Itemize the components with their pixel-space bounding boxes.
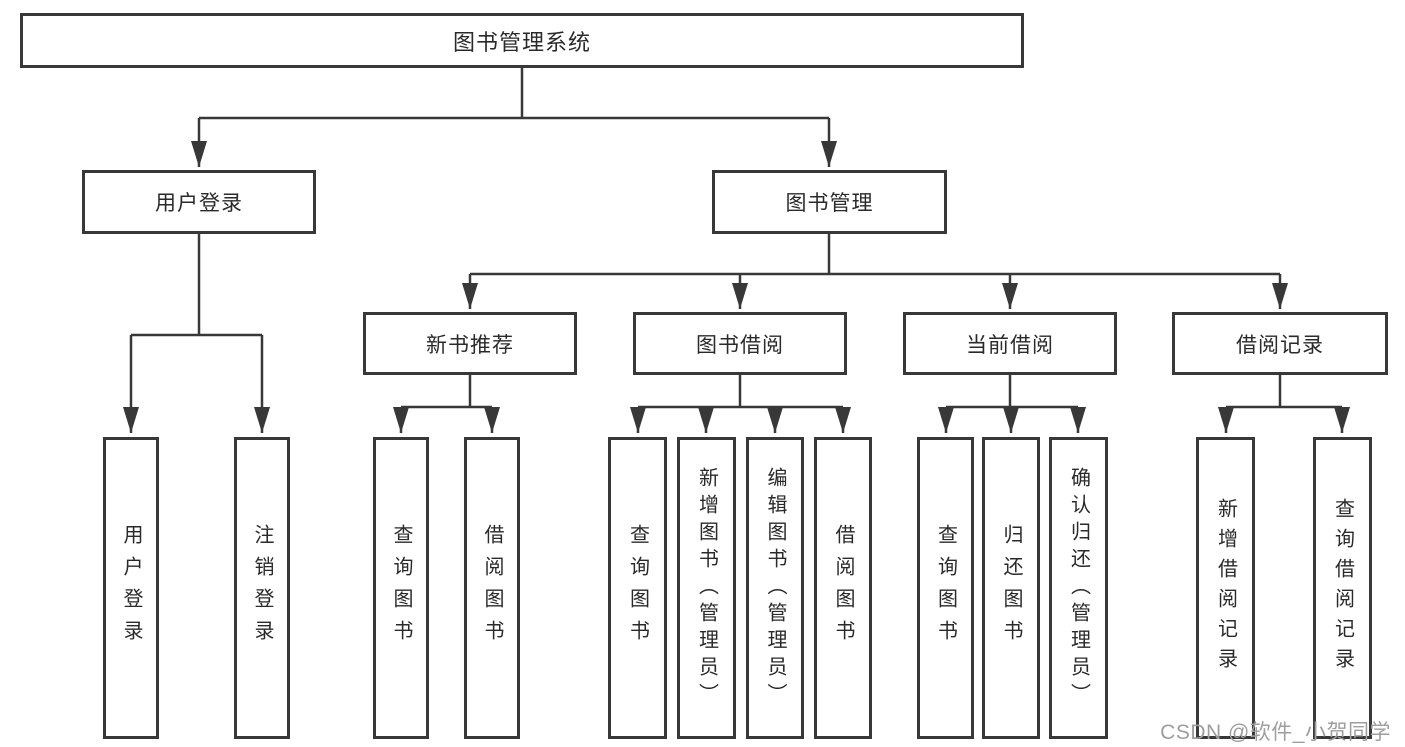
watermark: CSDN @软件_小贺同学 bbox=[1160, 721, 1391, 744]
leaf-edit-book-admin: 编辑图书（管理员） bbox=[746, 437, 804, 739]
leaf-add-book-admin: 新增图书（管理员） bbox=[677, 437, 736, 739]
user-login-branch-line bbox=[131, 234, 262, 337]
book-borrow-branch-line bbox=[638, 375, 843, 409]
leaf-query-book: 查询图书 bbox=[373, 437, 429, 739]
leaf-return-book: 归还图书 bbox=[982, 437, 1040, 739]
book-management-branch-line bbox=[470, 234, 1280, 276]
node-root: 图书管理系统 bbox=[20, 13, 1024, 68]
node-current-borrow: 当前借阅 bbox=[903, 312, 1117, 375]
leaf-query-book: 查询图书 bbox=[608, 437, 667, 739]
node-borrow-records: 借阅记录 bbox=[1172, 312, 1388, 375]
node-new-book-recommend: 新书推荐 bbox=[363, 312, 577, 375]
leaf-confirm-return-admin: 确认归还（管理员） bbox=[1049, 437, 1108, 739]
leaf-add-borrow-record: 新增借阅记录 bbox=[1196, 437, 1255, 739]
node-book-borrow: 图书借阅 bbox=[633, 312, 847, 375]
node-book-management: 图书管理 bbox=[712, 170, 947, 234]
current-borrow-branch-line bbox=[946, 375, 1078, 409]
leaf-borrow-book: 借阅图书 bbox=[814, 437, 872, 739]
leaf-query-book: 查询图书 bbox=[917, 437, 974, 739]
borrow-records-branch-line bbox=[1226, 375, 1342, 409]
leaf-borrow-book: 借阅图书 bbox=[464, 437, 520, 739]
new-book-branch-line bbox=[401, 375, 492, 409]
root-branch-line bbox=[199, 68, 829, 120]
leaf-query-borrow-record: 查询借阅记录 bbox=[1313, 437, 1372, 739]
leaf-logout: 注销登录 bbox=[234, 437, 290, 739]
node-user-login: 用户登录 bbox=[82, 170, 316, 234]
leaf-user-login: 用户登录 bbox=[103, 437, 159, 739]
